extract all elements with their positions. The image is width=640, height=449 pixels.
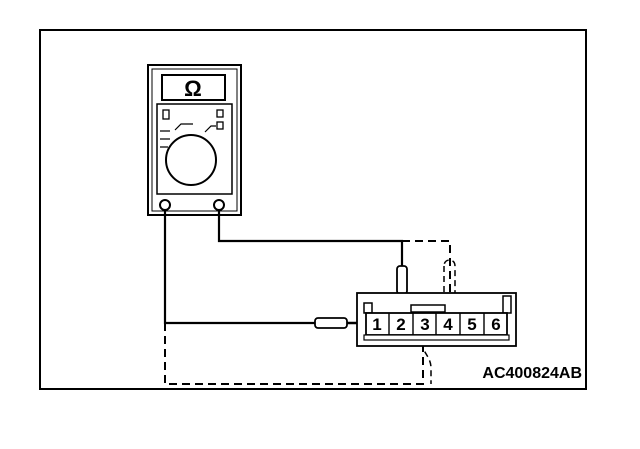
range-indicator-right-top bbox=[216, 109, 224, 118]
connector-latch bbox=[410, 304, 446, 313]
pin-5-label: 5 bbox=[467, 315, 476, 334]
probe-negative bbox=[314, 317, 348, 329]
pin-3-label: 3 bbox=[420, 315, 429, 334]
multimeter: Ω bbox=[147, 64, 242, 216]
lead-wire-positive bbox=[217, 210, 404, 266]
figure-code: AC400824AB bbox=[482, 365, 582, 382]
connector-lock-left bbox=[363, 302, 373, 314]
rotary-dial-knob[interactable] bbox=[165, 134, 217, 186]
ohm-symbol: Ω bbox=[184, 76, 202, 101]
pin-4-label: 4 bbox=[443, 315, 453, 334]
probe-positive bbox=[396, 265, 408, 295]
lead-wire-negative bbox=[163, 210, 315, 325]
pin-2-label: 2 bbox=[396, 315, 405, 334]
pin-6-label: 6 bbox=[491, 315, 500, 334]
figure-frame bbox=[39, 29, 587, 390]
pin-dividers bbox=[388, 313, 485, 335]
range-indicator-left bbox=[162, 109, 170, 120]
multimeter-display bbox=[161, 74, 226, 101]
dial-scale-marks bbox=[160, 123, 216, 148]
harness-outline bbox=[164, 240, 451, 385]
range-indicator-right bbox=[216, 121, 224, 130]
connector: 1 2 3 4 5 6 bbox=[356, 292, 517, 347]
multimeter-body-inner bbox=[151, 68, 238, 212]
connector-base bbox=[363, 334, 510, 341]
connector-lock-right bbox=[502, 295, 512, 314]
pin-1-label: 1 bbox=[372, 315, 381, 334]
jack-ohm bbox=[213, 199, 225, 211]
jack-com bbox=[159, 199, 171, 211]
